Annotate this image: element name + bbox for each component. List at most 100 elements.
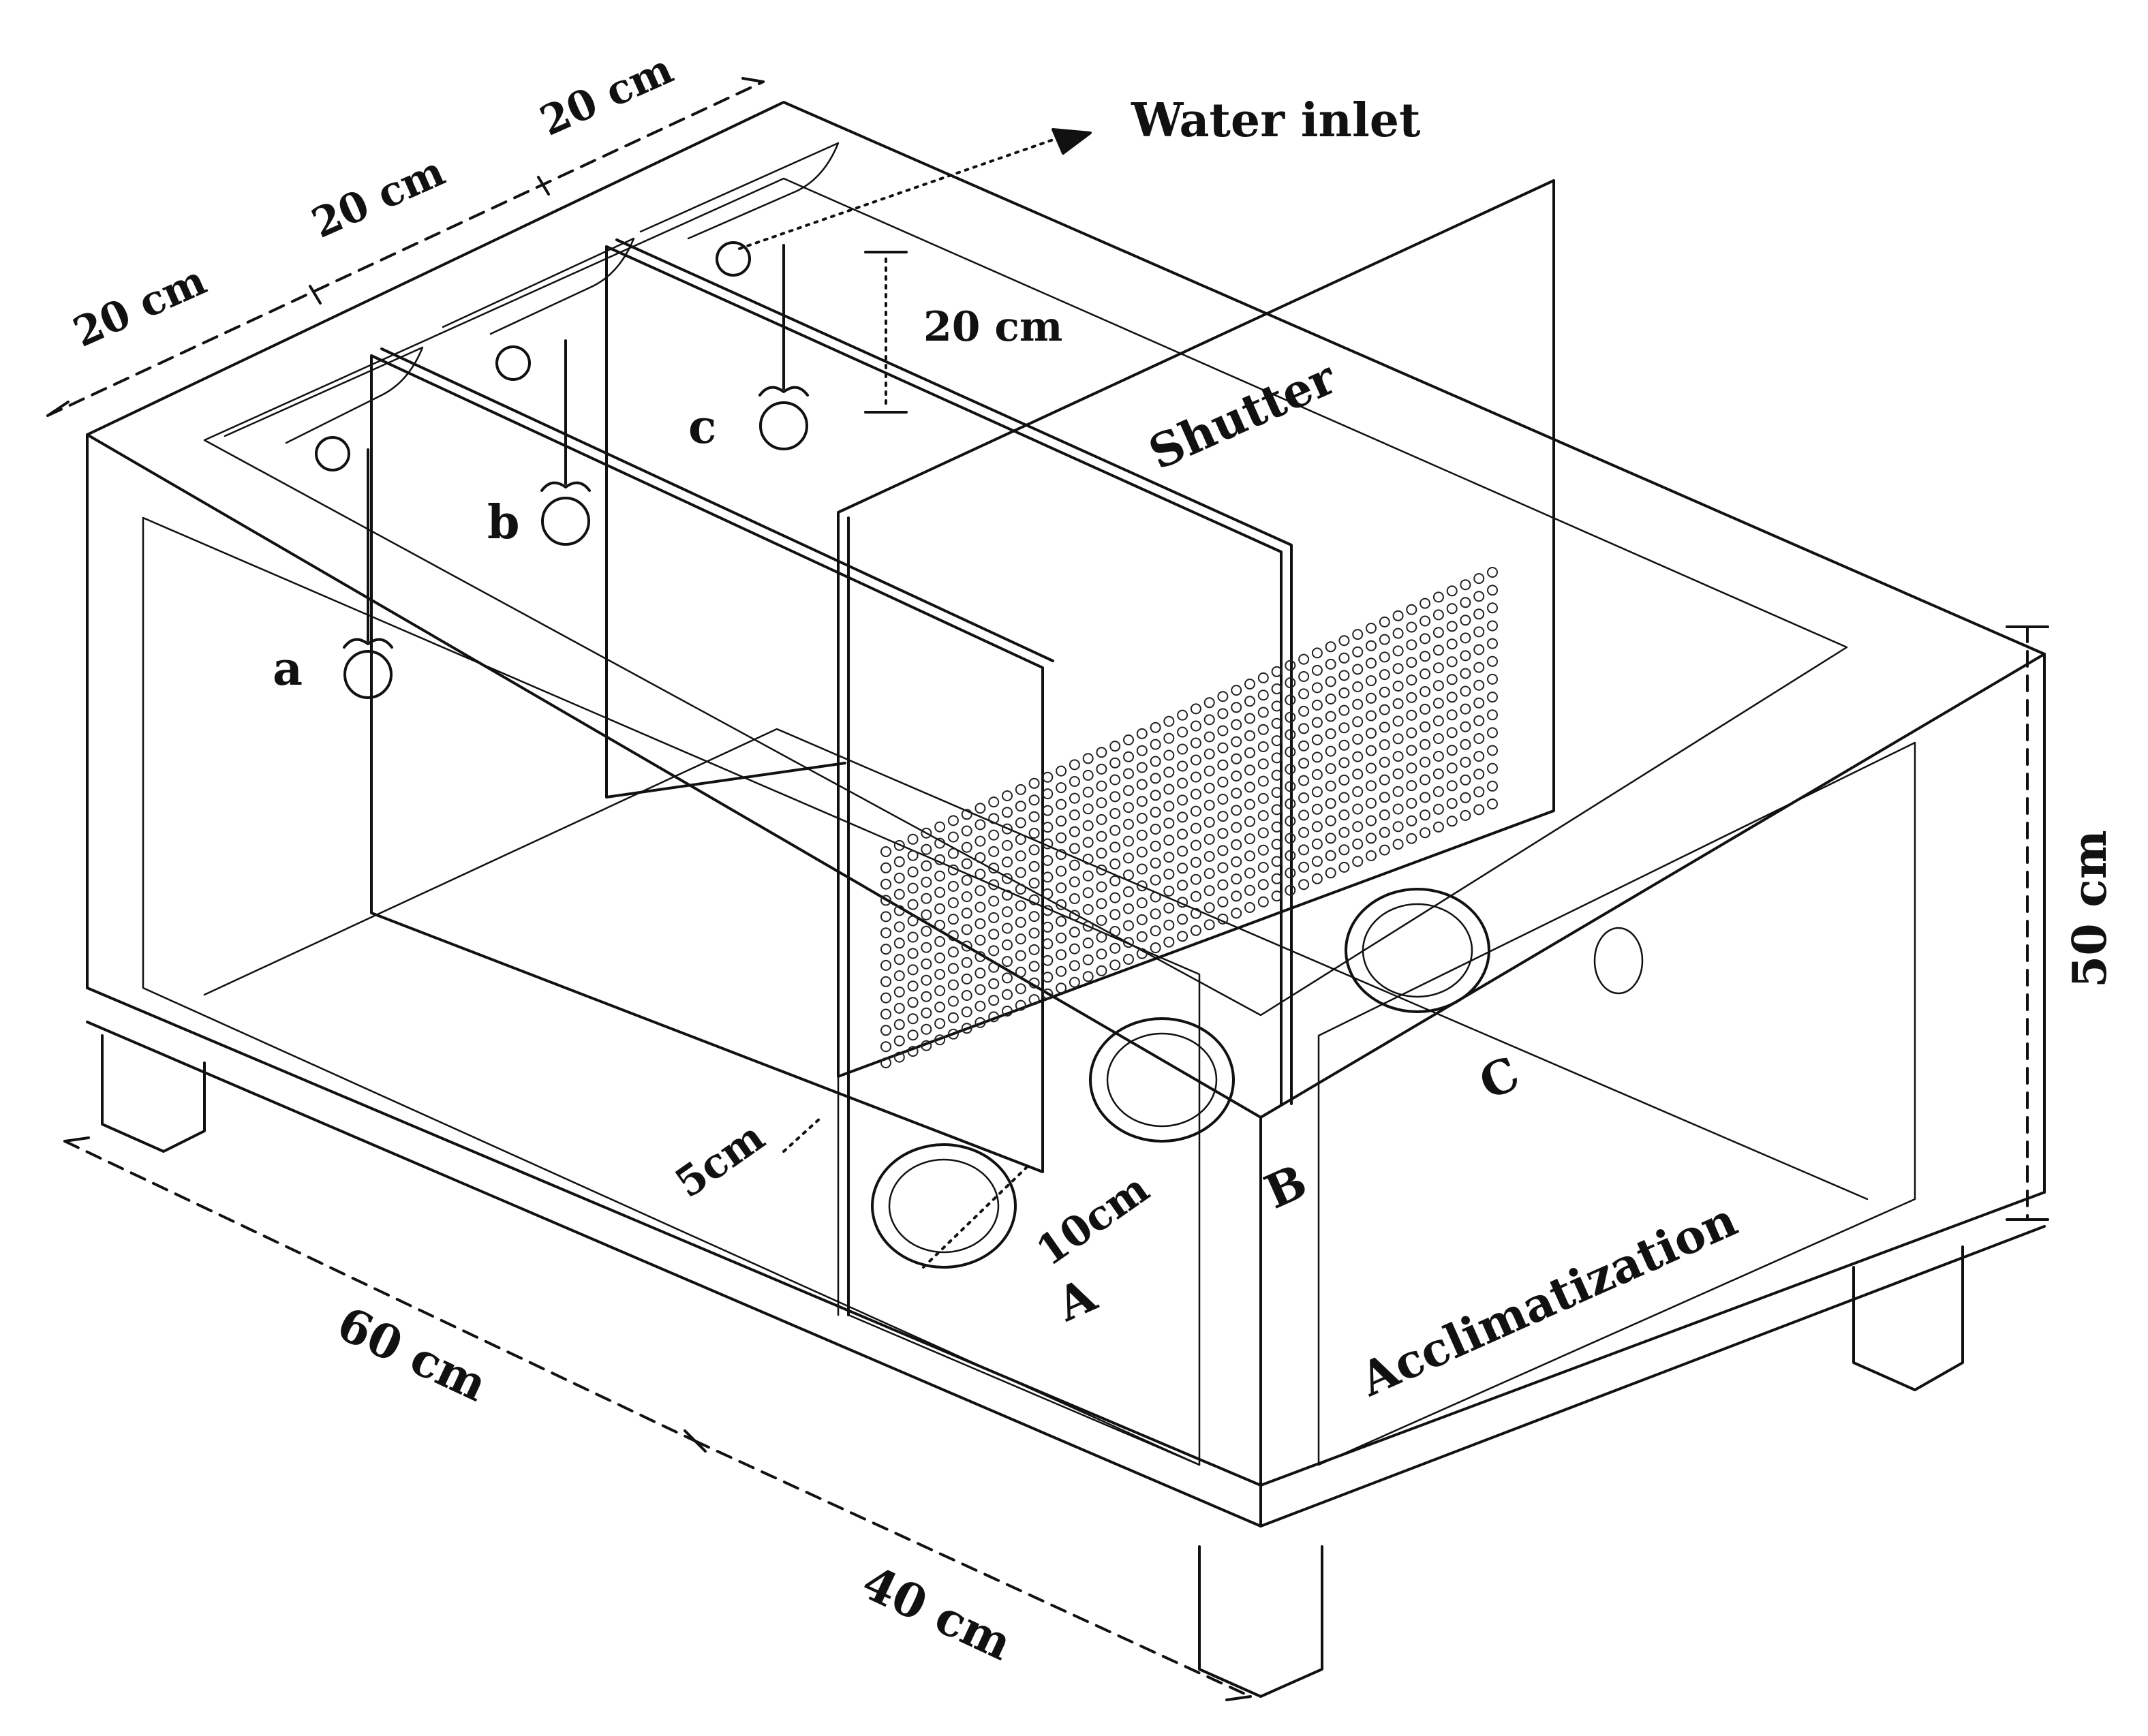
mesh-hole [1096,831,1107,842]
mesh-hole [975,885,986,897]
mesh-hole [1042,905,1054,916]
mesh-hole [1271,890,1283,902]
mesh-hole [1352,698,1364,710]
mesh-hole [1473,786,1485,798]
mesh-hole [1177,726,1188,738]
mesh-hole [988,995,1000,1006]
mesh-hole [1257,672,1269,683]
mesh-hole [1325,728,1336,739]
mesh-hole [893,856,905,867]
mesh-hole [1366,780,1377,792]
shutter-plate [837,179,1555,1466]
mesh-hole [1203,697,1215,709]
mesh-hole [988,895,1000,907]
mesh-hole [1460,809,1471,821]
mesh-hole [1203,902,1215,914]
mesh-hole [1177,914,1188,925]
mesh-hole [934,821,946,833]
mesh-hole [1002,823,1013,835]
mesh-hole [1109,824,1121,836]
dim-pipe-height-label: 20 cm [923,303,1062,351]
exit-hole-a [871,1143,1017,1269]
mesh-hole [1096,797,1107,809]
mesh-hole [1271,735,1283,747]
mesh-hole [961,957,972,968]
mesh-hole [1271,787,1283,799]
mesh-hole [1163,919,1175,931]
mesh-hole [934,1018,946,1029]
mesh-hole [961,908,972,919]
mesh-hole [1056,765,1067,777]
mesh-hole [1042,938,1054,950]
mesh-hole [1136,931,1148,942]
mesh-hole [1109,959,1121,971]
mesh-hole [921,942,932,953]
mesh-hole [1285,660,1296,671]
stimulus-a-label: a [273,642,303,696]
mesh-hole [1420,792,1431,803]
mesh-hole [921,876,932,888]
mesh-hole [1015,817,1026,828]
mesh-hole [1123,751,1134,762]
mesh-hole [1217,879,1229,890]
mesh-hole [1177,828,1188,840]
mesh-hole [1042,955,1054,966]
tank-frame [86,101,2046,1698]
mesh-hole [1217,845,1229,856]
mesh-hole [907,915,919,927]
mesh-hole [921,827,932,839]
mesh-hole [1446,762,1458,774]
mesh-hole [893,970,905,982]
mesh-hole [1002,906,1013,918]
mesh-hole [1042,871,1054,883]
mesh-hole [947,897,959,908]
exit-hole-c [1345,888,1490,1013]
mesh-hole [1366,833,1377,844]
mesh-hole [1123,954,1134,965]
mesh-hole [1150,908,1161,920]
mesh-hole [1257,724,1269,735]
mesh-hole [1231,719,1242,730]
mesh-hole [1015,950,1026,961]
mesh-hole [1244,799,1255,810]
mesh-hole [1446,638,1458,650]
mesh-hole [1271,769,1283,781]
mesh-hole [1366,728,1377,739]
mesh-hole [1002,873,1013,884]
mesh-hole [1109,757,1121,769]
mesh-hole [1432,627,1444,638]
mesh-hole [1109,858,1121,870]
mesh-hole [1028,977,1040,989]
mesh-hole [1231,685,1242,696]
mesh-hole [961,924,972,935]
mesh-hole [1177,709,1188,721]
mesh-hole [1123,920,1134,931]
mesh-hole [1082,920,1094,932]
mesh-hole [907,899,919,910]
mesh-hole [1379,844,1390,856]
mesh-hole [1338,739,1350,751]
mesh-hole [1298,879,1310,890]
acclimatization-label: Acclimatization [1351,1192,1745,1408]
mesh-hole [1244,713,1255,724]
mesh-hole [988,929,1000,940]
mesh-hole [880,976,891,987]
mesh-hole [1338,652,1350,664]
mesh-hole [1432,803,1444,815]
mesh-hole [1217,725,1229,737]
mesh-hole [1420,739,1431,750]
mesh-hole [1082,769,1094,781]
mesh-hole [1460,756,1471,768]
mesh-hole [1432,680,1444,692]
mesh-hole [1190,839,1201,851]
chamber-partitions [370,238,1293,1173]
mesh-hole [1285,781,1296,792]
mesh-hole [1096,780,1107,792]
mesh-hole [1257,827,1269,839]
mesh-hole [1203,816,1215,828]
mesh-hole [1473,591,1485,602]
mesh-hole [1002,923,1013,934]
mesh-hole [1002,856,1013,868]
mesh-hole [1096,965,1107,976]
